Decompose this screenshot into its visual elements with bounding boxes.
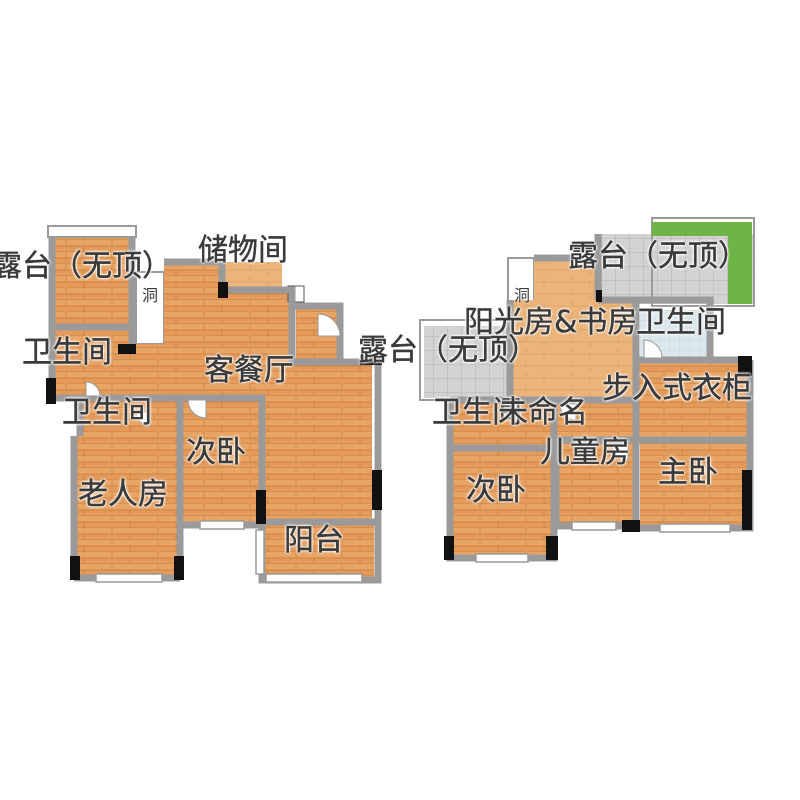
- label-master-bedroom: 主卧: [658, 455, 718, 490]
- room-living-dining: [132, 262, 372, 578]
- label-terrace: 露台（无顶）: [0, 249, 172, 284]
- label-storage: 储物间: [198, 233, 288, 268]
- room-balcony: [262, 522, 374, 578]
- label-bath-a: 卫生间: [22, 335, 112, 370]
- floor-left: [46, 225, 382, 584]
- label-terrace-left: 露台（无顶）: [358, 333, 538, 368]
- room-sunroom-study: [534, 260, 598, 300]
- label-bath-c: 卫生间: [636, 305, 726, 340]
- label-unnamed: 未命名: [498, 395, 588, 430]
- label-second-bedroom: 次卧: [186, 435, 246, 470]
- room-master: [640, 440, 748, 528]
- label-balcony: 阳台: [284, 523, 344, 558]
- room-elder: [74, 436, 180, 580]
- room-second-bedroom-r: [450, 448, 554, 556]
- grass-strip: [728, 222, 752, 304]
- floor-right: [419, 217, 755, 563]
- label-bath-d: 卫生间: [432, 395, 522, 430]
- label-hole: 洞: [142, 286, 159, 305]
- label-living-dining: 客餐厅: [204, 353, 294, 388]
- label-hole-r: 洞: [514, 286, 531, 305]
- room-storage: [222, 262, 282, 290]
- label-second-bedroom-r: 次卧: [466, 473, 526, 508]
- label-kids-room: 儿童房: [540, 435, 630, 470]
- room-terrace-left: [424, 326, 510, 398]
- room-bath-b: [80, 398, 180, 438]
- room-walk-in: [638, 360, 748, 440]
- label-walk-in: 步入式衣柜: [602, 371, 752, 406]
- room-second-bedroom: [182, 400, 262, 525]
- label-bath-b: 卫生间: [62, 395, 152, 430]
- room-bath-d: [450, 400, 554, 448]
- label-terrace-top: 露台（无顶）: [568, 239, 748, 274]
- label-elder-room: 老人房: [78, 477, 168, 512]
- room-terrace: [52, 237, 132, 327]
- label-sunroom-study: 阳光房&书房: [464, 305, 638, 340]
